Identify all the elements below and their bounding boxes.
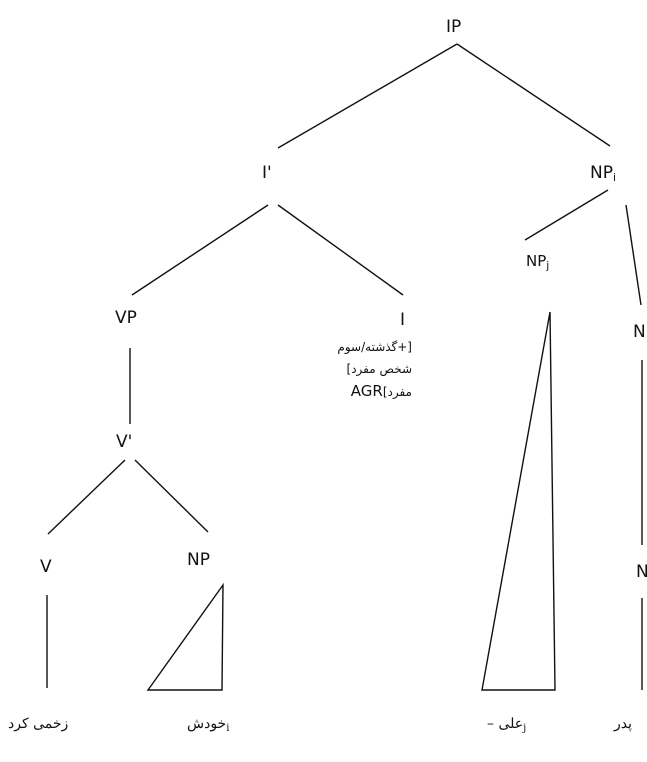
feature-line-1: [+گذشته/سوم [337, 340, 412, 354]
np-obj-triangle [146, 582, 224, 691]
node-np-j-index: j [546, 259, 550, 272]
branch-npi-npj [524, 189, 609, 241]
node-v-bar: V' [116, 432, 133, 452]
feature-line-3-prefix: مفرد] [382, 385, 412, 399]
node-ip: IP [446, 17, 462, 37]
leaf-ali-word: – علی [487, 716, 524, 732]
leaf-ali: – علیj [487, 715, 526, 738]
node-np-j-base: NP [526, 252, 547, 270]
node-v: V [40, 557, 52, 577]
feature-line-3: مفرد]AGR [300, 380, 412, 403]
branch-ibar-i [277, 204, 404, 296]
node-i-bar: I' [262, 163, 272, 183]
node-np-j: NPj [526, 251, 549, 276]
npj-triangle [481, 311, 556, 691]
branch-ip-ibar [277, 43, 458, 149]
feature-line-2: شخص مفرد] [346, 362, 412, 376]
node-n-lower: N [636, 562, 647, 582]
leaf-father: پدر [614, 716, 633, 732]
node-n-upper: N [633, 322, 646, 342]
leaf-verb: زخمی کرد [8, 716, 69, 732]
node-np-i-index: i [612, 171, 617, 184]
node-np-i: NPi [590, 163, 616, 188]
branch-npi-n [625, 204, 642, 306]
inflection-features: [+گذشته/سوم شخص مفرد] مفرد]AGR [300, 336, 412, 403]
branch-ip-npi [456, 43, 611, 147]
leaf-reflexive-word: خودش [187, 716, 227, 732]
branch-ibar-vp [131, 204, 269, 296]
leaf-reflexive: خودشi [187, 715, 229, 738]
node-i: I [400, 310, 406, 330]
node-np-obj: NP [187, 550, 210, 570]
branch-vbar-np [134, 459, 209, 533]
branch-vbar-v [47, 459, 126, 535]
node-vp: VP [115, 308, 137, 328]
leaf-reflexive-index: i [226, 723, 230, 734]
leaf-ali-index: j [523, 723, 527, 734]
node-np-i-base: NP [590, 163, 613, 183]
feature-agr: AGR [350, 382, 383, 400]
